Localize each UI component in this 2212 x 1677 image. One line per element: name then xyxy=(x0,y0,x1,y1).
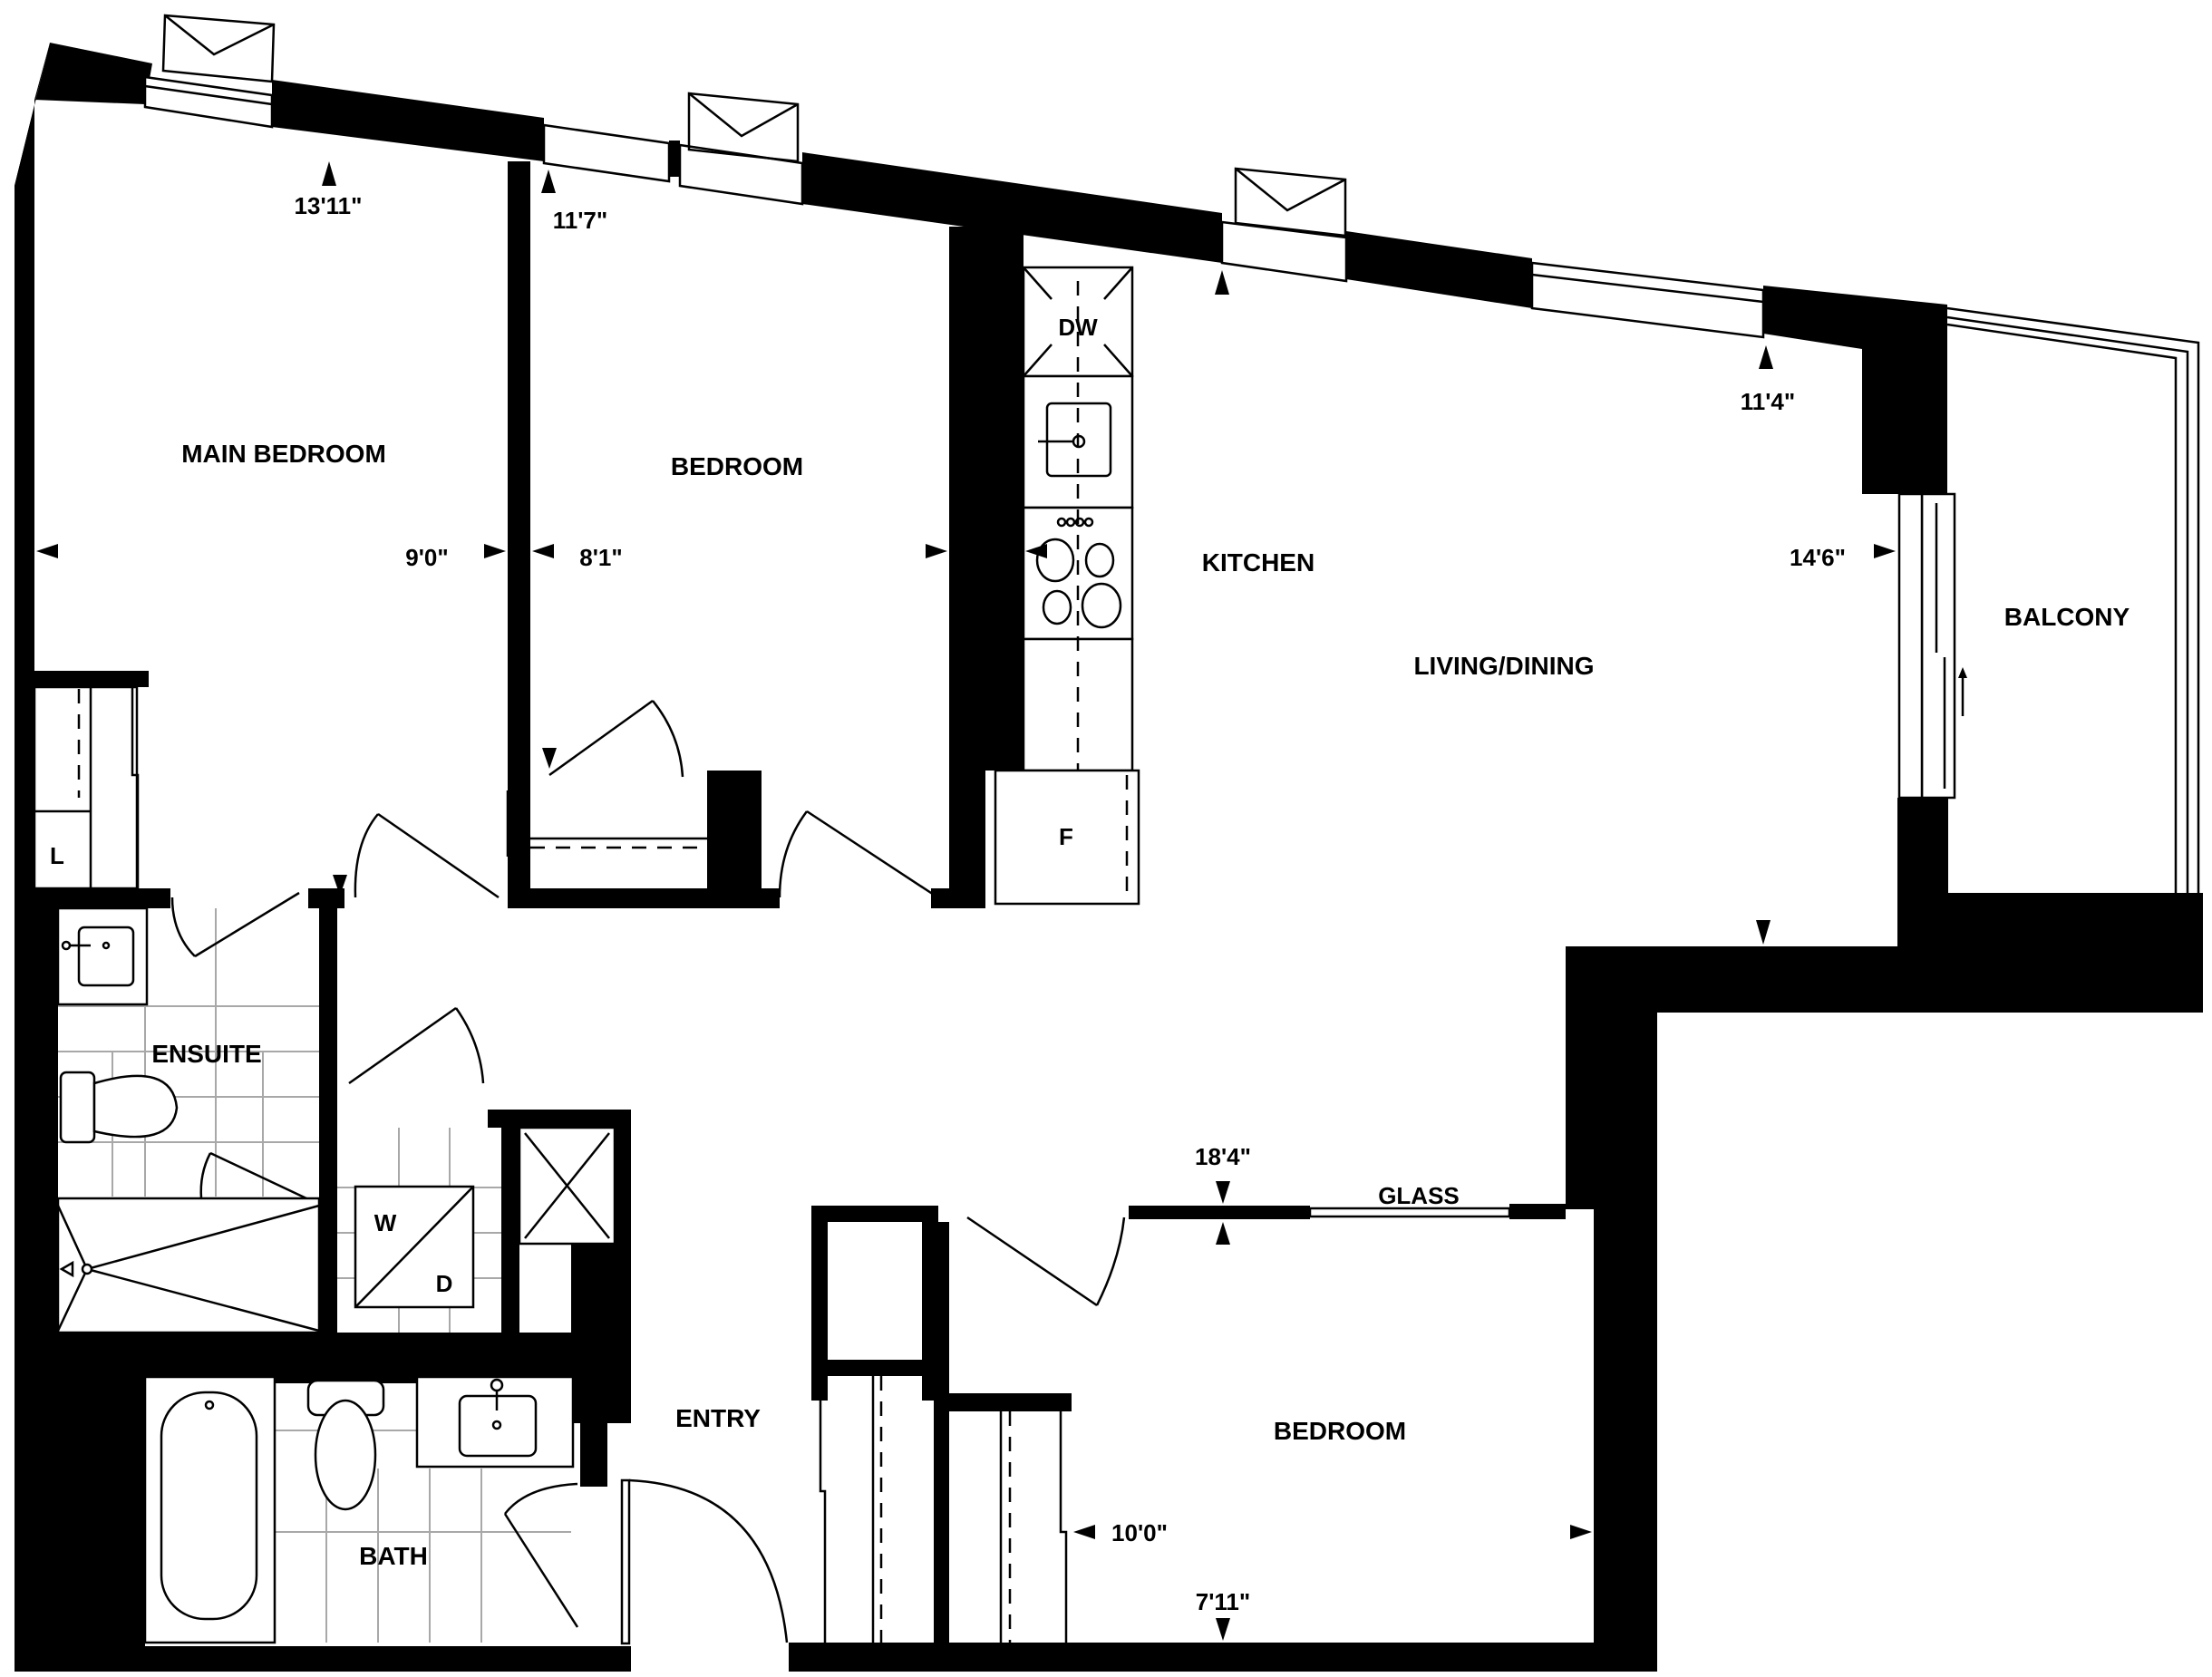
fixture-label-glass: GLASS xyxy=(1378,1182,1460,1209)
room-label-living-dining: LIVING/DINING xyxy=(1413,652,1594,680)
dimension-labels: 13'11" 9'0" 11'7" 8'1" 11'4" 14'6" 18'4"… xyxy=(295,192,1846,1615)
ensuite-fixtures xyxy=(56,906,321,1334)
interior-walls xyxy=(34,161,1566,1648)
fixture-label-dryer: D xyxy=(436,1270,453,1297)
laundry-fixtures xyxy=(337,1126,616,1333)
dim-living-length: 11'4" xyxy=(1741,388,1795,415)
room-label-ensuite: ENSUITE xyxy=(151,1040,261,1068)
dim-bedroom-2-depth: 7'11" xyxy=(1196,1588,1250,1615)
doors xyxy=(170,699,1126,1645)
fixture-label-washer: W xyxy=(374,1209,397,1236)
dim-living-width: 14'6" xyxy=(1790,544,1846,571)
room-label-main-bedroom: MAIN BEDROOM xyxy=(181,440,386,468)
dim-bedroom-1-width: 8'1" xyxy=(579,544,622,571)
dim-bedroom-1-length: 11'7" xyxy=(553,207,607,234)
dimension-arrows xyxy=(36,161,1896,1641)
fixture-label-dishwasher: DW xyxy=(1058,314,1098,341)
room-labels: MAIN BEDROOM BEDROOM KITCHEN LIVING/DINI… xyxy=(151,440,2130,1570)
fixture-label-fridge: F xyxy=(1059,823,1073,850)
room-label-bedroom-2: BEDROOM xyxy=(1274,1417,1406,1445)
balcony xyxy=(1897,306,2200,893)
fixture-label-linen: L xyxy=(50,842,64,869)
room-label-entry: ENTRY xyxy=(675,1404,761,1432)
room-label-bath: BATH xyxy=(359,1542,428,1570)
kitchen-fixtures xyxy=(994,266,1140,906)
bath-fixtures xyxy=(143,1375,575,1644)
fixture-labels: DW F L W D GLASS xyxy=(50,314,1460,1297)
room-label-balcony: BALCONY xyxy=(2004,603,2130,631)
room-label-bedroom-1: BEDROOM xyxy=(671,452,803,480)
windows xyxy=(143,14,1765,339)
dim-bedroom-2-length: 18'4" xyxy=(1195,1143,1251,1170)
room-label-kitchen: KITCHEN xyxy=(1202,548,1315,577)
dim-bedroom-2-width: 10'0" xyxy=(1111,1519,1168,1546)
dim-main-bedroom-width: 9'0" xyxy=(405,544,448,571)
dim-main-bedroom-length: 13'11" xyxy=(295,192,363,219)
closets xyxy=(33,685,1068,1643)
exterior-walls xyxy=(15,43,2203,1672)
